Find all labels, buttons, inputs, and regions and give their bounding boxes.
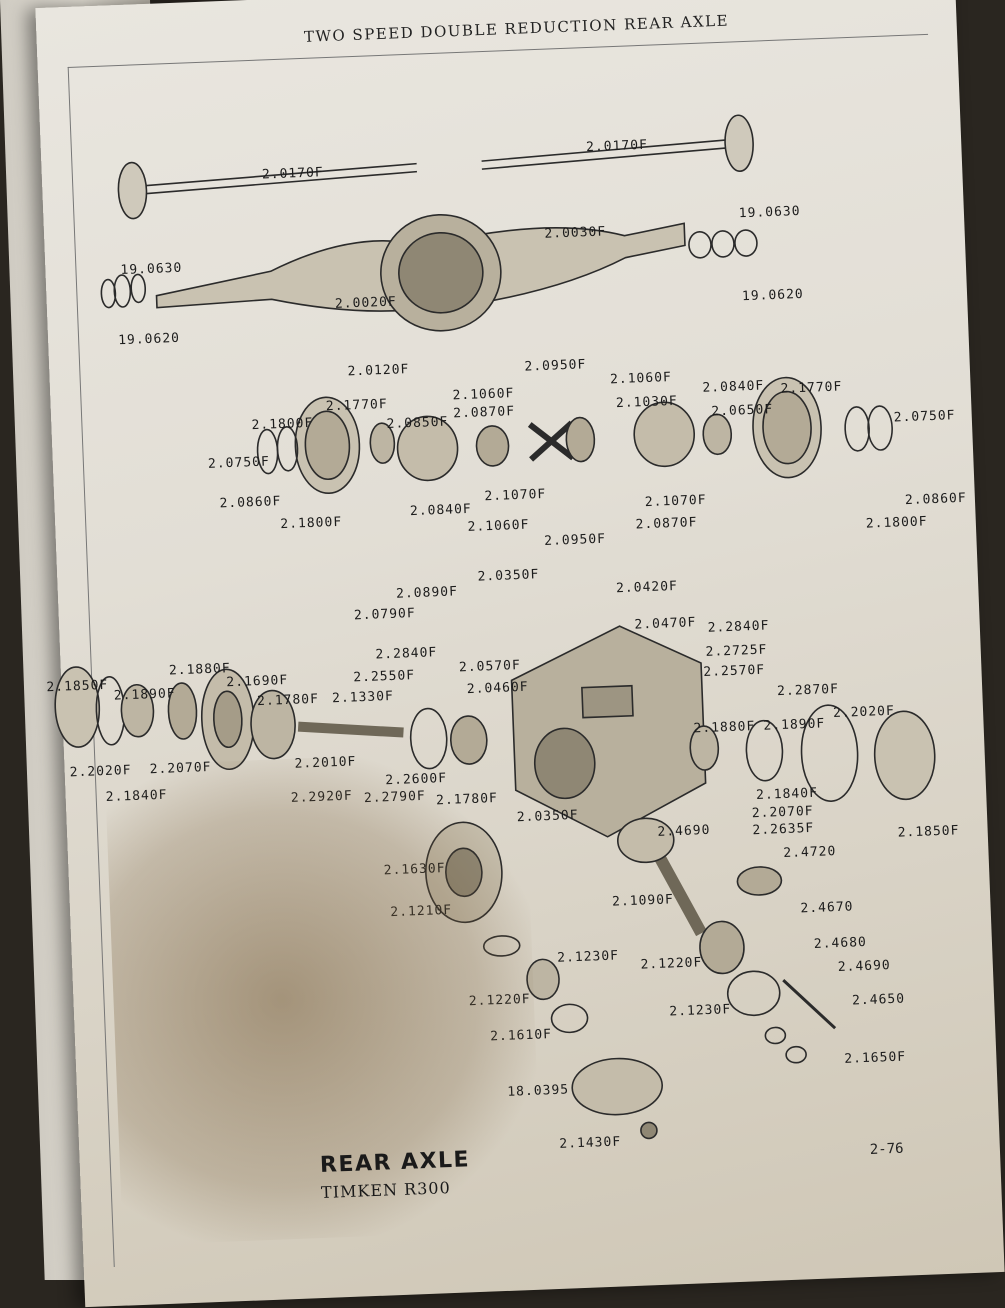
part-number-label: 2.1060F bbox=[467, 517, 530, 535]
part-number-label: 2.0420F bbox=[615, 578, 679, 597]
part-number-label: 2.0170F bbox=[585, 137, 649, 156]
part-number-label: 2.1220F bbox=[468, 991, 531, 1010]
carrier-housing bbox=[510, 625, 707, 838]
part-number-label: 2.0950F bbox=[543, 531, 607, 549]
part-number-label: 2.1780F bbox=[256, 691, 320, 710]
part-number-label: 2.0350F bbox=[516, 807, 579, 826]
part-number-label: 2.0840F bbox=[409, 501, 473, 520]
part-number-label: 2.0840F bbox=[702, 378, 765, 396]
part-number-label: 2.1630F bbox=[383, 861, 446, 879]
part-number-label: 2.1430F bbox=[559, 1134, 622, 1152]
part-number-label: 2.0030F bbox=[544, 224, 607, 242]
part-number-label: 2.1650F bbox=[844, 1049, 907, 1067]
part-number-label: 2.1230F bbox=[556, 948, 620, 966]
part-number-label: 2.2635F bbox=[752, 820, 815, 839]
part-number-label: 2.0860F bbox=[219, 494, 282, 512]
part-number-label: 2.1770F bbox=[780, 379, 843, 397]
part-number-label: 2.4720 bbox=[783, 844, 837, 862]
axle-shaft-left bbox=[117, 161, 418, 220]
part-number-label: 2.0750F bbox=[893, 408, 956, 426]
part-number-label: 2.1090F bbox=[611, 892, 675, 910]
part-number-label: 2.0860F bbox=[904, 490, 967, 509]
part-number-label: 2.0350F bbox=[477, 567, 540, 585]
part-number-label: 2.2840F bbox=[375, 645, 438, 663]
part-number-label: 2.1880F bbox=[693, 719, 756, 737]
part-number-label: 2.1210F bbox=[390, 902, 453, 921]
part-number-label: 2.2550F bbox=[353, 668, 416, 686]
part-number-label: 2.1690F bbox=[226, 672, 289, 691]
part-number-label: 2.2010F bbox=[294, 754, 357, 772]
part-number-label: 2.2870F bbox=[776, 681, 840, 700]
part-number-label: 2.1800F bbox=[865, 514, 928, 532]
axle-housing bbox=[155, 213, 686, 332]
part-number-label: 2.1800F bbox=[280, 514, 343, 533]
part-number-label: 2.4690 bbox=[837, 958, 892, 976]
part-number-label: 2.2600F bbox=[385, 770, 448, 789]
part-number-label: 19.0620 bbox=[117, 330, 181, 349]
part-number-label: 2.1070F bbox=[644, 492, 707, 511]
part-number-label: 2.1880F bbox=[168, 661, 231, 679]
part-number-label: 2.0750F bbox=[207, 454, 271, 472]
part-number-label: 2.0120F bbox=[347, 362, 410, 380]
part-number-label: 2.1850F bbox=[897, 823, 960, 841]
part-number-label: 2.4680 bbox=[813, 934, 868, 952]
part-number-label: 2.2020F bbox=[832, 703, 896, 722]
part-number-label: 19.0630 bbox=[120, 260, 183, 279]
page-number: 2-76 bbox=[869, 1140, 904, 1158]
ring-gear-left bbox=[294, 396, 361, 495]
part-number-label: 2.1070F bbox=[484, 486, 547, 505]
part-number-label: 2.0870F bbox=[635, 515, 698, 533]
part-number-label: 2.0950F bbox=[524, 357, 587, 375]
part-number-label: 2.2840F bbox=[707, 618, 770, 636]
part-number-label: 2.4650 bbox=[851, 991, 906, 1009]
part-number-label: 2.1060F bbox=[609, 369, 673, 388]
part-number-label: 18.0395 bbox=[507, 1082, 570, 1100]
part-number-label: 2.2070F bbox=[149, 759, 212, 778]
part-number-label: 2.1840F bbox=[105, 787, 168, 806]
part-number-label: 2.1850F bbox=[46, 677, 109, 696]
part-number-label: 2.2790F bbox=[363, 788, 427, 807]
part-number-label: 2.0570F bbox=[458, 657, 522, 676]
ring-gear-right bbox=[752, 376, 822, 479]
part-number-label: 2.0850F bbox=[386, 414, 449, 432]
part-number-label: 2.1330F bbox=[331, 688, 395, 707]
part-number-label: 2.0870F bbox=[452, 404, 516, 422]
part-number-label: 2.1890F bbox=[113, 686, 176, 704]
part-number-label: 2.1780F bbox=[435, 790, 499, 809]
part-number-label: 2.2020F bbox=[69, 763, 132, 781]
part-number-label: 19.0620 bbox=[741, 286, 805, 305]
part-number-label: 2.1770F bbox=[325, 396, 388, 415]
part-number-label: 2.1220F bbox=[640, 955, 703, 973]
part-number-label: 2.2725F bbox=[705, 642, 768, 660]
part-number-label: 2.2070F bbox=[751, 803, 814, 822]
part-number-label: 2.1610F bbox=[489, 1027, 553, 1045]
part-number-label: 2.0470F bbox=[634, 615, 697, 633]
part-number-label: 2.1060F bbox=[452, 386, 515, 404]
part-number-label: 2.1840F bbox=[755, 785, 819, 804]
part-number-label: 2.1230F bbox=[669, 1002, 732, 1020]
part-number-label: 2.4670 bbox=[800, 899, 854, 917]
part-number-label: 2.2920F bbox=[290, 788, 353, 806]
part-number-label: 2.0890F bbox=[395, 584, 459, 602]
part-number-label: 2.0460F bbox=[466, 679, 529, 698]
part-number-label: 2.0790F bbox=[353, 605, 416, 624]
part-number-label: 2.0170F bbox=[261, 165, 325, 183]
part-number-label: 2.1800F bbox=[251, 415, 314, 434]
part-number-label: 2.1030F bbox=[615, 393, 679, 412]
part-number-label: 2.0650F bbox=[711, 402, 774, 420]
part-number-label: 19.0630 bbox=[738, 203, 801, 222]
part-number-label: 2.0020F bbox=[334, 294, 398, 312]
part-number-label: 2.2570F bbox=[703, 662, 766, 680]
axle-shaft-right bbox=[481, 114, 754, 173]
catalog-page: TWO SPEED DOUBLE REDUCTION REAR AXLE bbox=[35, 0, 1005, 1308]
exploded-view-drawing bbox=[54, 114, 936, 1140]
part-number-label: 2.1890F bbox=[763, 716, 826, 734]
part-number-label: 2.4690 bbox=[657, 822, 711, 840]
